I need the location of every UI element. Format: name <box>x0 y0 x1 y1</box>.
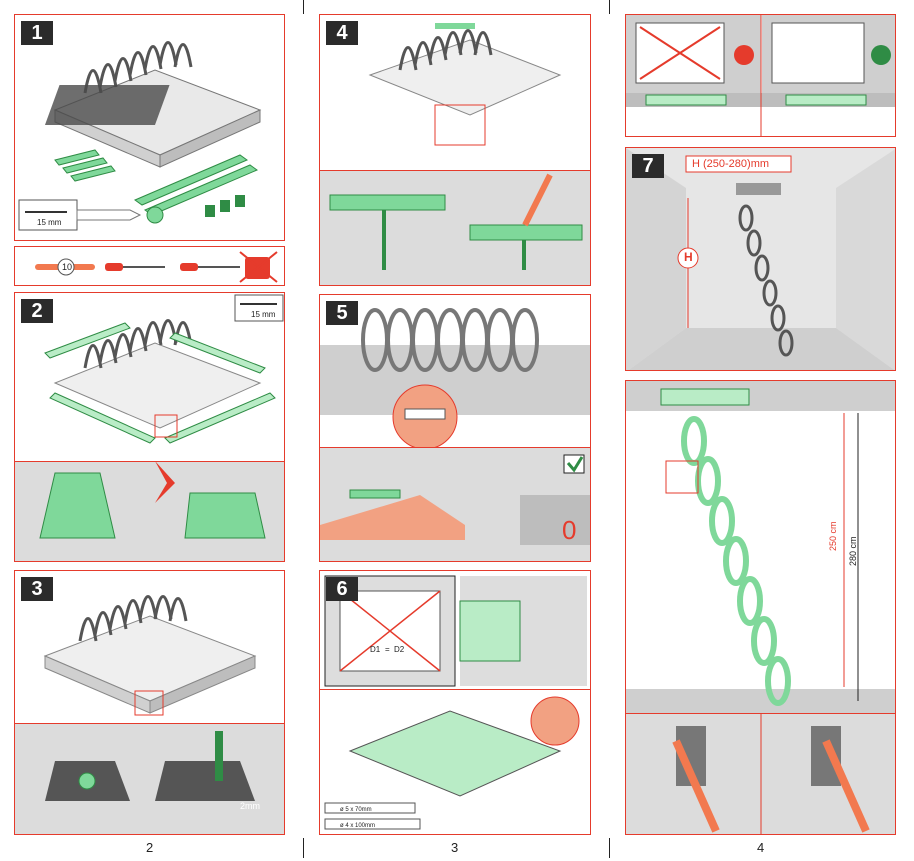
dimension-280-label: 280 cm <box>848 536 858 566</box>
diagonal-d2-label: D2 <box>394 645 405 654</box>
column-divider-right-bottom <box>609 838 610 858</box>
diagonal-equal-label: = <box>385 645 390 654</box>
step-7-number: 7 <box>632 154 664 178</box>
step-6-detail-divider <box>320 689 590 690</box>
step-4-panel: 4 <box>319 14 591 286</box>
column-divider-left-bottom <box>303 838 304 858</box>
correct-vs-incorrect-illustration <box>626 15 895 136</box>
step-7-panel: 7 H (250-280)mm H <box>625 147 896 371</box>
step-4-detail-divider <box>320 170 590 171</box>
step-5-illustration <box>320 308 590 561</box>
column-divider-right <box>609 0 610 14</box>
column-divider-left <box>303 0 304 14</box>
tools-panel: 10 <box>14 246 285 286</box>
step-2-illustration <box>15 294 284 561</box>
step-6-panel: 6 D1 = D2 ø 5 x 70mm ø 4 x 100mm <box>319 570 591 835</box>
step-1-number: 1 <box>21 21 53 45</box>
step-4-number: 4 <box>326 21 358 45</box>
step-8-panel: 250 cm 280 cm <box>625 380 896 835</box>
attic-ladder-box-illustration <box>18 41 262 231</box>
step-3-number: 3 <box>21 577 53 601</box>
step-5-panel: 5 0 <box>319 294 591 562</box>
step-3-detail-divider <box>15 723 284 724</box>
installed-ladder-room-illustration <box>626 148 895 370</box>
diagonal-d1-label: D1 <box>370 645 381 654</box>
screw-spec-a: ø 5 x 70mm <box>340 807 372 813</box>
height-range-title: H (250-280)mm <box>692 158 770 170</box>
warning-panel <box>625 14 896 137</box>
page-number-3: 3 <box>451 840 459 855</box>
step-3-illustration <box>15 595 284 834</box>
tools-illustration <box>35 251 278 283</box>
height-badge: H <box>684 250 693 264</box>
screw-length-label: 15 mm <box>37 218 62 227</box>
step-8-detail-divider <box>626 713 895 714</box>
step-2-number: 2 <box>21 299 53 323</box>
step-1-panel: 1 15 mm <box>14 14 285 241</box>
step-6-illustration <box>320 575 590 834</box>
step-3-panel: 3 2mm <box>14 570 285 835</box>
step-4-illustration <box>320 23 590 285</box>
step-2-panel: 2 15 mm <box>14 292 285 562</box>
step-5-detail-divider <box>320 447 590 448</box>
ladder-dimension-illustration <box>626 381 895 834</box>
step-6-number: 6 <box>326 577 358 601</box>
screw-length-label-2: 15 mm <box>251 310 276 319</box>
wrench-size-label: 10 <box>62 262 73 272</box>
zero-offset-label: 0 <box>562 515 577 545</box>
page-number-4: 4 <box>757 840 765 855</box>
screw-spec-b: ø 4 x 100mm <box>340 823 376 829</box>
dimension-250-label: 250 cm <box>828 521 838 551</box>
gap-label: 2mm <box>240 801 260 811</box>
page-number-2: 2 <box>146 840 154 855</box>
step-5-number: 5 <box>326 301 358 325</box>
step-2-detail-divider <box>15 461 284 462</box>
